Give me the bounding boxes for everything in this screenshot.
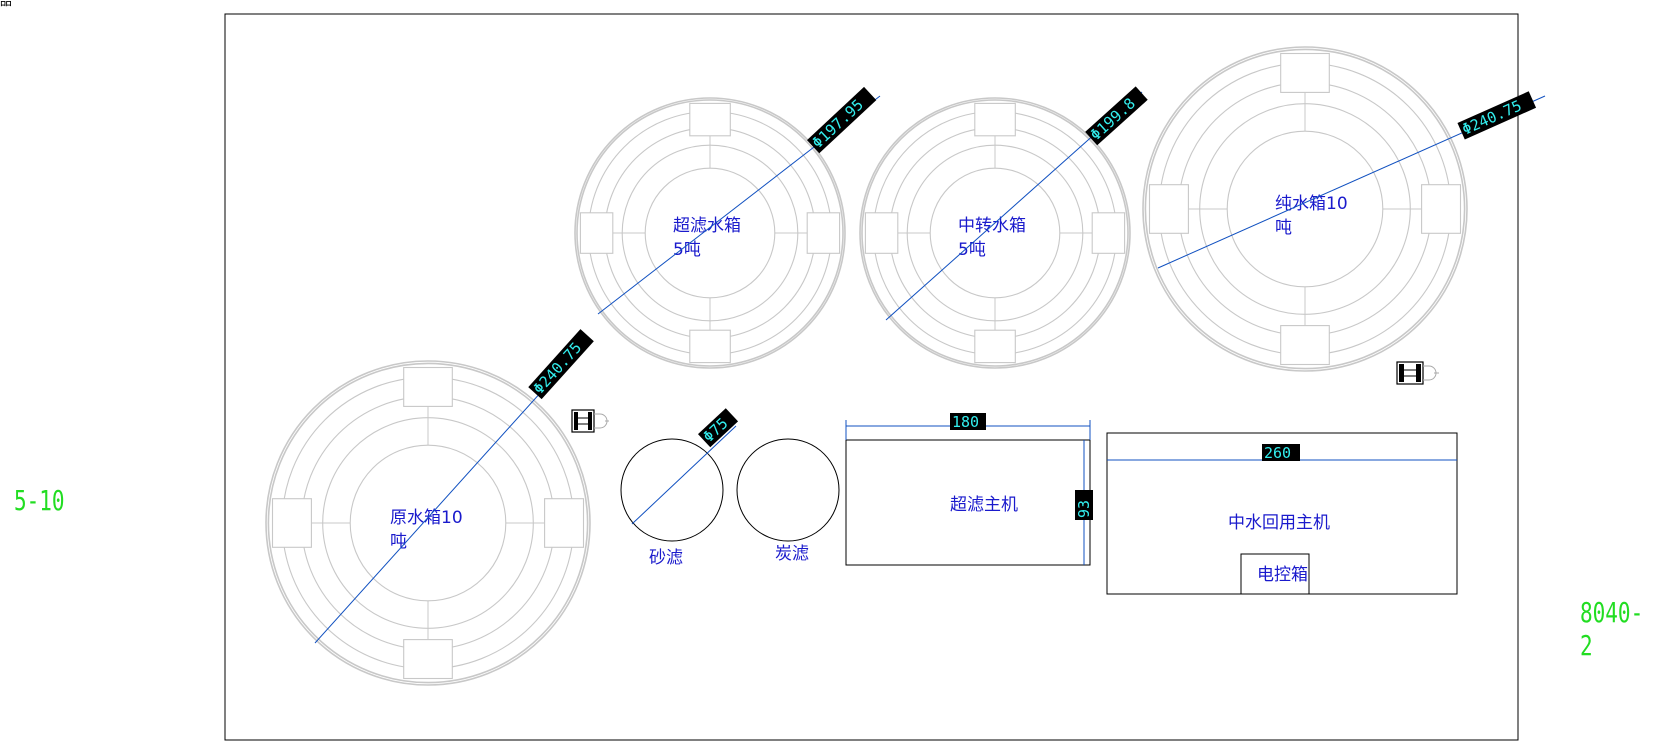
drawing-frame bbox=[224, 13, 1519, 741]
raw-tank-label-2: 吨 bbox=[390, 532, 407, 552]
transfer-tank-diameter-tag: Φ199.8 bbox=[1085, 86, 1148, 146]
pump-icon bbox=[571, 409, 609, 433]
uf-host-label: 超滤主机 bbox=[950, 495, 1018, 515]
uf-tank-diameter-tag: Φ197.95 bbox=[806, 86, 877, 154]
reuse-host-label: 中水回用主机 bbox=[1228, 513, 1330, 533]
uf-tank-label-1: 超滤水箱 bbox=[673, 216, 741, 236]
carbon-filter-label: 炭滤 bbox=[775, 544, 809, 564]
pure-tank-label-1: 纯水箱10 bbox=[1275, 194, 1348, 214]
carbon-filter: 炭滤 bbox=[736, 438, 840, 564]
left-side-label: 5-10 bbox=[14, 484, 65, 517]
corner-text: 㗊 bbox=[0, 0, 13, 8]
svg-text:Φ197.95: Φ197.95 bbox=[808, 96, 867, 152]
svg-text:Φ240.75: Φ240.75 bbox=[530, 339, 586, 398]
svg-text:Φ240.75: Φ240.75 bbox=[1459, 96, 1524, 138]
raw-tank-label-1: 原水箱10 bbox=[390, 508, 463, 528]
uf-host: 180 93 超滤主机 bbox=[845, 413, 1093, 566]
pure-tank bbox=[1142, 46, 1468, 372]
tank-dimensions-layer: Φ240.75 Φ197.95 Φ199.8 Φ240.75 bbox=[314, 86, 1546, 644]
uf-tank bbox=[574, 97, 846, 369]
pure-tank-label-2: 吨 bbox=[1275, 218, 1292, 238]
control-box bbox=[1240, 553, 1310, 595]
control-box-label: 电控箱 bbox=[1257, 565, 1308, 585]
pump-icon bbox=[1396, 361, 1439, 385]
uf-host-depth-dim: 93 bbox=[1075, 500, 1093, 518]
raw-tank bbox=[265, 360, 591, 686]
svg-text:Φ199.8: Φ199.8 bbox=[1087, 94, 1139, 144]
reuse-host-width-dim: 260 bbox=[1264, 444, 1291, 462]
transfer-tank bbox=[859, 97, 1131, 369]
right-side-label: 8040-2 bbox=[1580, 596, 1644, 662]
transfer-tank-label-2: 5吨 bbox=[958, 240, 986, 260]
uf-tank-label-2: 5吨 bbox=[673, 240, 701, 260]
sand-filter-diameter-line bbox=[631, 425, 737, 525]
uf-host-width-dim: 180 bbox=[952, 413, 979, 431]
sand-filter: Φ75 砂滤 bbox=[620, 408, 739, 568]
reuse-host: 260 中水回用主机 电控箱 bbox=[1106, 432, 1458, 595]
tanks-layer bbox=[265, 46, 1468, 686]
sand-filter-diameter-tag: Φ75 bbox=[697, 408, 739, 448]
sand-filter-label: 砂滤 bbox=[649, 548, 683, 568]
pure-tank-diameter-tag: Φ240.75 bbox=[1457, 91, 1537, 140]
raw-tank-diameter-tag: Φ240.75 bbox=[528, 329, 594, 400]
